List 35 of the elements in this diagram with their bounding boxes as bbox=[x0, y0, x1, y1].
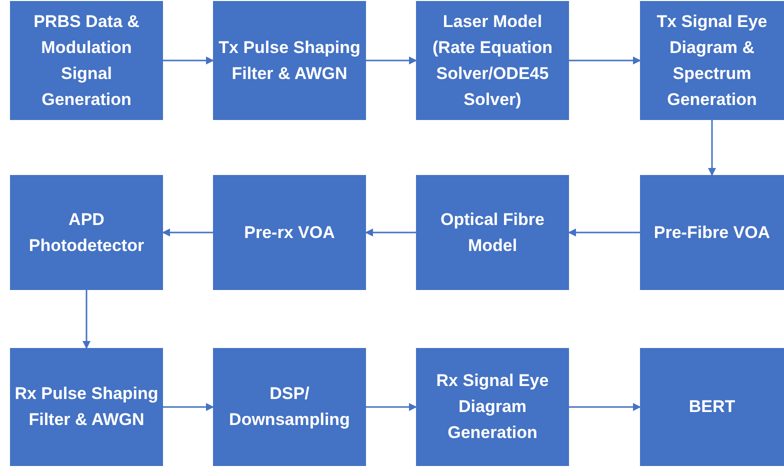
process-box bbox=[213, 348, 366, 466]
arrow bbox=[569, 403, 641, 411]
arrow bbox=[82, 290, 90, 349]
process-box bbox=[640, 348, 784, 466]
arrow bbox=[365, 228, 416, 236]
process-box bbox=[10, 175, 163, 290]
box-label: Pre-rx VOA bbox=[244, 222, 335, 244]
process-box bbox=[416, 348, 569, 466]
box-label: PRBS Data & Modulation Signal Generation bbox=[32, 10, 140, 110]
process-box bbox=[640, 175, 784, 290]
arrow bbox=[708, 120, 716, 176]
process-box bbox=[213, 175, 366, 290]
box-label: Optical Fibre Model bbox=[440, 208, 546, 256]
process-box bbox=[10, 1, 163, 120]
box-label: Rx Signal Eye Diagram Generation bbox=[435, 370, 550, 444]
box-label: DSP/ Downsampling bbox=[228, 383, 351, 431]
process-box bbox=[213, 1, 366, 120]
process-box bbox=[10, 348, 163, 466]
box-label: BERT bbox=[688, 396, 736, 418]
arrow bbox=[163, 56, 214, 64]
process-box bbox=[416, 175, 569, 290]
box-label: Tx Pulse Shaping Filter & AWGN bbox=[218, 36, 362, 84]
arrow bbox=[569, 56, 641, 64]
box-label: Pre-Fibre VOA bbox=[654, 222, 770, 244]
box-label: Rx Pulse Shaping Filter & AWGN bbox=[14, 383, 159, 431]
box-label: Laser Model (Rate Equation Solver/ODE45 Solver) bbox=[432, 10, 554, 110]
arrow bbox=[163, 403, 214, 411]
arrow bbox=[568, 228, 640, 236]
arrow bbox=[366, 56, 417, 64]
box-label: Tx Signal Eye Diagram & Spectrum Generation bbox=[656, 10, 768, 110]
arrow bbox=[366, 403, 417, 411]
process-box bbox=[416, 1, 569, 120]
box-label: APD Photodetector bbox=[28, 208, 146, 256]
arrow bbox=[162, 228, 213, 236]
process-box bbox=[640, 1, 784, 120]
